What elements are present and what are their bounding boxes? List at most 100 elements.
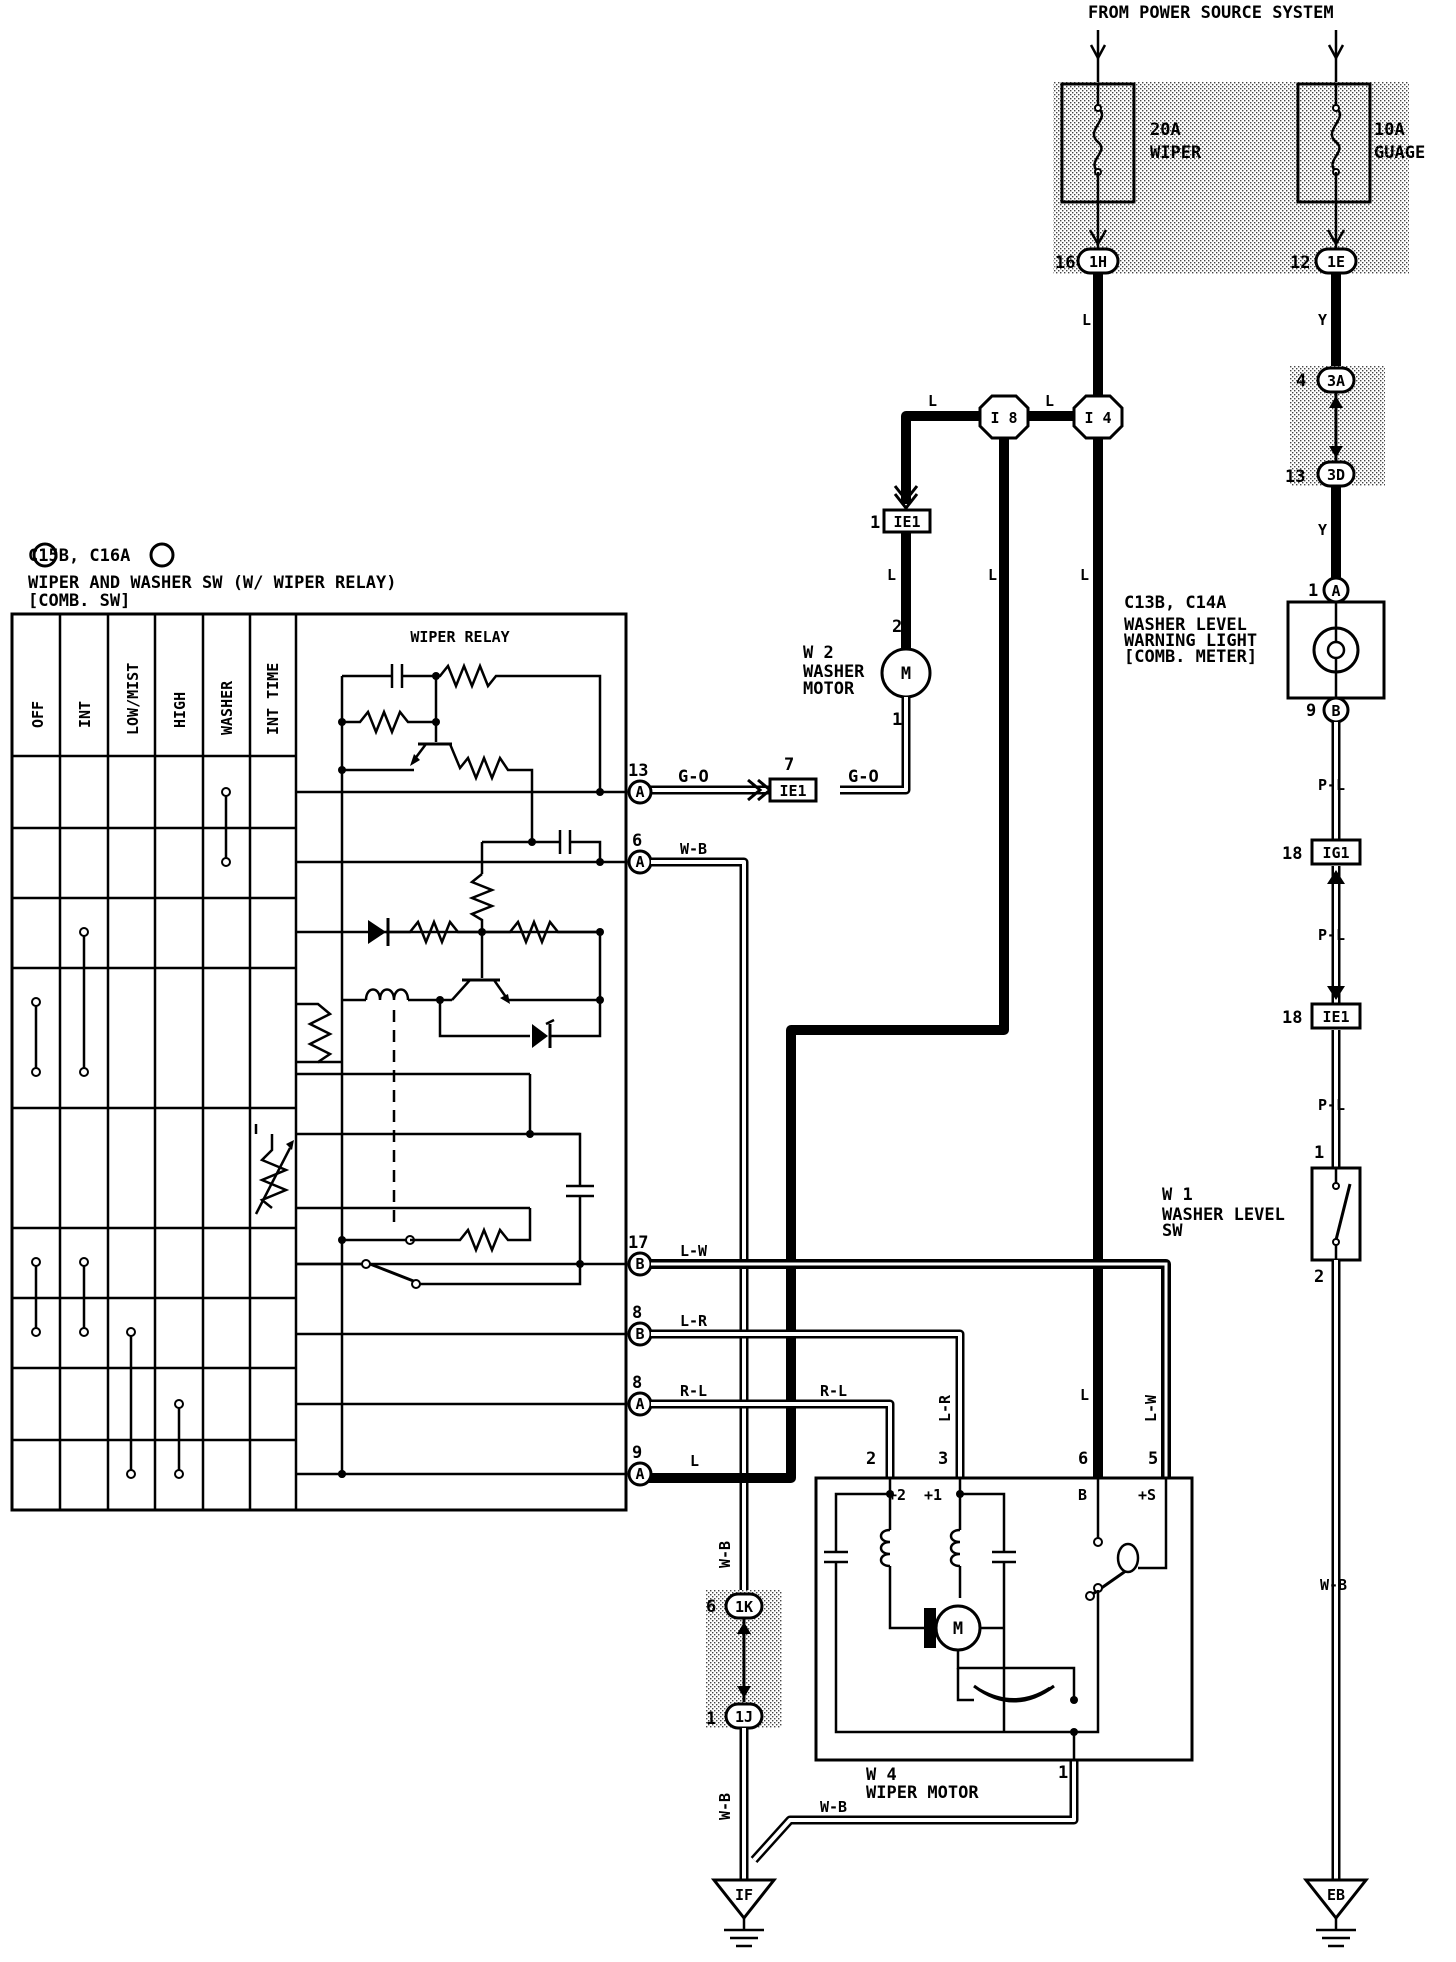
- wire-label-g-o-2: G-O: [678, 767, 709, 787]
- wire-label-l-w-2: L-W: [1142, 1394, 1160, 1422]
- switch-grid: [12, 614, 298, 1510]
- wiper-relay-title: WIPER RELAY: [410, 628, 509, 646]
- power-source-label: FROM POWER SOURCE SYSTEM: [1088, 3, 1334, 23]
- conn-ie1-right-pin: 18: [1282, 1008, 1302, 1028]
- wiper-motor-term-plus2: +2: [888, 1486, 906, 1504]
- washer-motor-pin-top: 2: [892, 617, 902, 637]
- conn-3a-pin: 4: [1296, 371, 1306, 391]
- wiper-relay-circuit: [254, 662, 626, 1478]
- terminal-8b: 8 B: [627, 1303, 653, 1347]
- wiper-motor-internal: [824, 1478, 1168, 1760]
- wire-w-b-to-ground: [739, 1728, 1079, 1880]
- conn-1e-pin: 12: [1290, 253, 1310, 273]
- wire-label-p-l-1: P-L: [1318, 776, 1345, 794]
- switch-block-title: WIPER AND WASHER SW (W/ WIPER RELAY): [28, 573, 396, 593]
- conn-1j-code: 1J: [735, 1708, 753, 1726]
- junction-i8-label: I 8: [990, 409, 1017, 427]
- conn-ie1-right-code: IE1: [1322, 1008, 1349, 1026]
- washer-motor-name-2: MOTOR: [803, 679, 855, 699]
- washer-light-pin-bottom: 9: [1306, 701, 1316, 721]
- wire-r-l: [651, 1399, 895, 1478]
- fuse-gauge: [1296, 82, 1372, 204]
- wire-label-l-1: L: [928, 392, 937, 410]
- wire-label-r-l-1: R-L: [680, 1382, 707, 1400]
- wiper-motor-term-plus1: +1: [924, 1486, 942, 1504]
- junction-3a-3d: [1329, 392, 1343, 462]
- washer-motor-name-1: WASHER: [803, 662, 865, 682]
- conn-ie1-right: [1310, 1002, 1362, 1030]
- washer-light-pin-top: 1: [1308, 581, 1318, 601]
- wire-label-l-r-1: L-R: [680, 1312, 708, 1330]
- wire-p-l: [1327, 722, 1345, 1168]
- wire-label-l-6: L: [1080, 566, 1089, 584]
- wire-label-w-b-1: W-B: [680, 840, 707, 858]
- fuse-gauge-rating: 10A: [1374, 120, 1405, 140]
- ground-eb-label: EB: [1327, 1886, 1345, 1904]
- fuse-gauge-name: GUAGE: [1374, 143, 1425, 163]
- conn-ie1-top-code: IE1: [893, 513, 920, 531]
- wire-label-p-l-3: P-L: [1318, 1096, 1345, 1114]
- switch-contact-icon: [1334, 1183, 1352, 1241]
- terminal-13a-pin: 13: [628, 761, 648, 781]
- conn-ie1-mid-code: IE1: [779, 782, 806, 800]
- washer-light-name-2: WARNING LIGHT: [1124, 631, 1257, 651]
- junction-1k-1j: [737, 1618, 751, 1702]
- level-sw-name-2: SW: [1162, 1221, 1183, 1241]
- switch-contacts: [31, 787, 231, 1479]
- wire-label-l-3: L: [1082, 311, 1091, 329]
- col-low-mist: LOW/MIST: [124, 663, 142, 735]
- washer-motor-pin-bottom: 1: [892, 710, 902, 730]
- col-washer: WASHER: [218, 680, 236, 735]
- wire-label-l-8: L: [690, 1452, 699, 1470]
- wiper-motor-pin-5: 5: [1148, 1449, 1158, 1469]
- wiper-motor-symbol: M: [953, 1619, 963, 1639]
- conn-3a-code: 3A: [1327, 372, 1345, 390]
- wire-w-b-left: [651, 857, 749, 1590]
- col-off: OFF: [29, 701, 47, 728]
- terminal-8a-pin: 8: [632, 1373, 642, 1393]
- wiper-motor-ref: W 4: [866, 1765, 897, 1785]
- conn-3d-code: 3D: [1327, 466, 1345, 484]
- wire-label-l-w-1: L-W: [680, 1242, 708, 1260]
- terminal-13a-conn: A: [635, 783, 644, 801]
- wiper-motor-term-b: B: [1078, 1486, 1087, 1504]
- terminal-8b-conn: B: [635, 1325, 644, 1343]
- wire-label-r-l-2: R-L: [820, 1382, 847, 1400]
- terminal-6a: 6 A: [627, 831, 653, 875]
- terminal-17b-conn: B: [635, 1255, 644, 1273]
- wire-label-l-5: L: [988, 566, 997, 584]
- switch-block-ref: C15B, C16A: [28, 546, 130, 566]
- ground-if-label: IF: [735, 1886, 753, 1904]
- washer-light-ref: C13B, C14A: [1124, 593, 1226, 613]
- terminal-8b-pin: 8: [632, 1303, 642, 1323]
- arrow-to-ie1: [893, 485, 919, 503]
- wire-label-y-2: Y: [1318, 521, 1327, 539]
- wire-label-w-b-3: W-B: [716, 1793, 734, 1820]
- conn-1h-code: 1H: [1089, 253, 1107, 271]
- wire-l-r: [651, 1329, 965, 1478]
- wire-label-l-2: L: [1045, 392, 1054, 410]
- terminal-17b: 17 B: [627, 1233, 653, 1277]
- wire-l-w: [651, 1259, 1171, 1478]
- wire-label-w-b-2: W-B: [716, 1541, 734, 1568]
- wiper-motor-name: WIPER MOTOR: [866, 1783, 979, 1803]
- terminal-8a: 8 A: [627, 1373, 653, 1417]
- switch-block-subtitle: [COMB. SW]: [28, 591, 130, 611]
- conn-1h-pin: 16: [1055, 253, 1075, 273]
- fuse-wiper-rating: 20A: [1150, 120, 1181, 140]
- conn-1k-code: 1K: [735, 1598, 753, 1616]
- wire-label-w-b-4: W-B: [820, 1798, 847, 1816]
- col-high: HIGH: [171, 692, 189, 728]
- wire-label-p-l-2: P-L: [1318, 926, 1345, 944]
- ground-if: [710, 1878, 778, 1921]
- washer-light-conn-a-label: A: [1331, 582, 1340, 600]
- wire-label-l-7: L: [1080, 1386, 1089, 1404]
- level-sw-pin-bottom: 2: [1314, 1267, 1324, 1287]
- wire-label-g-o-1: G-O: [848, 767, 879, 787]
- terminal-9a: 9 A: [627, 1443, 653, 1487]
- terminal-6a-conn: A: [635, 853, 644, 871]
- junction-i8: [978, 394, 1030, 440]
- wire-label-y-1: Y: [1318, 311, 1327, 329]
- col-int: INT: [76, 701, 94, 728]
